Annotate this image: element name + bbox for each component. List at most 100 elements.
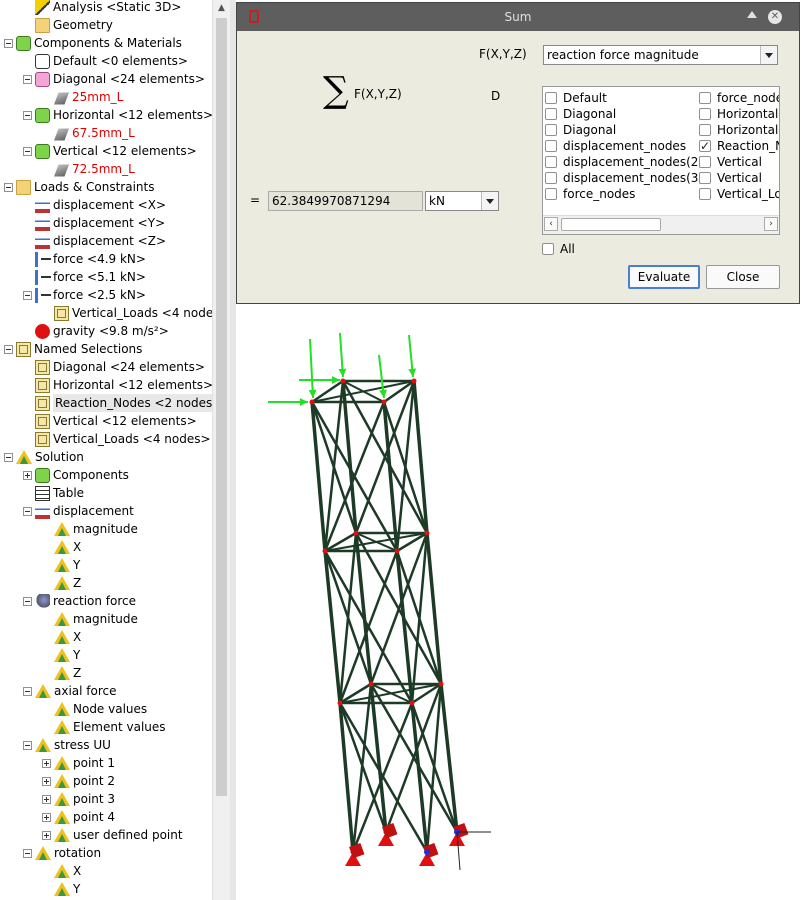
scroll-left-icon[interactable]: ‹ bbox=[544, 217, 558, 231]
tree-item[interactable]: X bbox=[42, 628, 81, 646]
domain-checkbox[interactable]: Horizontal bbox=[699, 122, 778, 138]
tree-item[interactable]: gravity <9.8 m/s²> bbox=[23, 322, 169, 340]
domain-checkbox[interactable]: Vertical bbox=[699, 154, 762, 170]
tree-item[interactable]: point 3 bbox=[42, 790, 115, 808]
expand-icon[interactable] bbox=[42, 758, 51, 768]
collapse-icon[interactable] bbox=[23, 848, 32, 858]
tree-item[interactable]: force <2.5 kN> bbox=[23, 286, 146, 304]
domain-checkbox[interactable]: displacement_nodes(2) bbox=[545, 154, 703, 170]
checkbox-box[interactable] bbox=[545, 92, 557, 104]
collapse-icon[interactable] bbox=[23, 290, 32, 300]
tree-item[interactable]: Y bbox=[42, 556, 80, 574]
collapse-icon[interactable] bbox=[4, 344, 13, 354]
checkbox-box[interactable] bbox=[545, 108, 557, 120]
tree-item[interactable]: Vertical <12 elements> bbox=[23, 142, 197, 160]
tree-item[interactable]: Loads & Constraints bbox=[4, 178, 155, 196]
tree-item[interactable]: Y bbox=[42, 880, 80, 898]
tree-item[interactable]: Solution bbox=[4, 448, 84, 466]
unit-select[interactable]: kN bbox=[425, 191, 499, 211]
checkbox-box[interactable] bbox=[699, 156, 711, 168]
tree-item[interactable]: force <4.9 kN> bbox=[23, 250, 146, 268]
domain-checkbox[interactable]: Vertical bbox=[699, 170, 762, 186]
tree-item[interactable]: point 1 bbox=[42, 754, 115, 772]
checkbox-box[interactable] bbox=[545, 156, 557, 168]
domain-checkbox[interactable]: force_nodes bbox=[545, 186, 635, 202]
collapse-icon[interactable] bbox=[23, 146, 32, 156]
checkbox-box[interactable] bbox=[545, 140, 557, 152]
tree-item[interactable]: Table bbox=[23, 484, 84, 502]
domain-checkbox[interactable]: Diagonal bbox=[545, 106, 616, 122]
close-icon[interactable]: ✕ bbox=[768, 10, 782, 24]
expand-icon[interactable] bbox=[42, 776, 51, 786]
domain-checkbox[interactable]: Reaction_N bbox=[699, 138, 779, 154]
collapse-icon[interactable] bbox=[4, 38, 13, 48]
tree-item[interactable]: Reaction_Nodes <2 nodes> bbox=[23, 394, 225, 412]
tree-item[interactable]: reaction force bbox=[23, 592, 136, 610]
scroll-right-icon[interactable]: › bbox=[764, 217, 778, 231]
expand-icon[interactable] bbox=[42, 812, 51, 822]
tree-item[interactable]: Analysis <Static 3D> bbox=[23, 0, 181, 16]
tree-item[interactable]: Z bbox=[42, 664, 81, 682]
tree-item[interactable]: 72.5mm_L bbox=[42, 160, 135, 178]
domain-checkbox[interactable]: displacement_nodes bbox=[545, 138, 686, 154]
collapse-icon[interactable] bbox=[4, 452, 13, 462]
tree-item[interactable]: displacement <Y> bbox=[23, 214, 165, 232]
domain-checkbox[interactable]: Default bbox=[545, 90, 607, 106]
tree-item[interactable]: Horizontal <12 elements> bbox=[23, 106, 213, 124]
checkbox-box[interactable] bbox=[699, 92, 711, 104]
checkbox-box[interactable] bbox=[699, 108, 711, 120]
tree-item[interactable]: 67.5mm_L bbox=[42, 124, 135, 142]
fxyz-select[interactable]: reaction force magnitude bbox=[543, 45, 778, 65]
collapse-icon[interactable] bbox=[23, 686, 32, 696]
collapse-icon[interactable] bbox=[747, 11, 757, 18]
tree-item[interactable]: Diagonal <24 elements> bbox=[23, 358, 205, 376]
domain-checkbox[interactable]: Diagonal bbox=[545, 122, 616, 138]
tree-item[interactable]: Named Selections bbox=[4, 340, 142, 358]
scroll-up-icon[interactable]: ▲ bbox=[218, 3, 225, 13]
tree-item[interactable]: Geometry bbox=[23, 16, 113, 34]
expand-icon[interactable] bbox=[23, 470, 32, 480]
tree-item[interactable]: magnitude bbox=[42, 520, 138, 538]
chevron-down-icon[interactable] bbox=[481, 192, 498, 210]
tree-item[interactable]: stress UU bbox=[23, 736, 111, 754]
domain-checkbox[interactable]: Horizontal bbox=[699, 106, 778, 122]
tree-item[interactable]: Z bbox=[42, 574, 81, 592]
tree-item[interactable]: 25mm_L bbox=[42, 88, 123, 106]
tree-item[interactable]: Node values bbox=[42, 700, 147, 718]
domain-checkbox[interactable]: Vertical_Lo bbox=[699, 186, 779, 202]
evaluate-button[interactable]: Evaluate bbox=[628, 265, 700, 289]
checkbox-box[interactable] bbox=[699, 188, 711, 200]
collapse-icon[interactable] bbox=[23, 506, 32, 516]
tree-item[interactable]: Vertical <12 elements> bbox=[23, 412, 197, 430]
tree-item[interactable]: X bbox=[42, 538, 81, 556]
domain-list-hscroll[interactable]: ‹ › bbox=[543, 215, 779, 234]
expand-icon[interactable] bbox=[42, 794, 51, 804]
tree-item[interactable]: point 2 bbox=[42, 772, 115, 790]
collapse-icon[interactable] bbox=[4, 182, 13, 192]
scroll-thumb[interactable] bbox=[216, 18, 227, 796]
all-checkbox[interactable]: All bbox=[542, 241, 575, 257]
tree-item[interactable]: displacement <Z> bbox=[23, 232, 166, 250]
tree-item[interactable]: Element values bbox=[42, 718, 166, 736]
domain-checkbox[interactable]: displacement_nodes(3) bbox=[545, 170, 703, 186]
tree-item[interactable]: point 4 bbox=[42, 808, 115, 826]
expand-icon[interactable] bbox=[42, 830, 51, 840]
result-field[interactable]: 62.3849970871294 bbox=[268, 191, 423, 211]
close-button[interactable]: Close bbox=[706, 265, 780, 289]
tree-item[interactable]: Horizontal <12 elements> bbox=[23, 376, 213, 394]
tree-item[interactable]: Components & Materials bbox=[4, 34, 182, 52]
tree-item[interactable]: force <5.1 kN> bbox=[23, 268, 146, 286]
dialog-titlebar[interactable]: Sum ✕ bbox=[237, 3, 799, 31]
tree-item[interactable]: Y bbox=[42, 646, 80, 664]
tree-item[interactable]: user defined point bbox=[42, 826, 183, 844]
model-viewport[interactable] bbox=[236, 305, 809, 900]
tree-item[interactable]: X bbox=[42, 862, 81, 880]
tree-item[interactable]: Components bbox=[23, 466, 129, 484]
tree-scrollbar[interactable]: ▲ bbox=[212, 0, 230, 900]
collapse-icon[interactable] bbox=[23, 740, 32, 750]
tree-item[interactable]: displacement bbox=[23, 502, 134, 520]
domain-checkbox[interactable]: force_node bbox=[699, 90, 779, 106]
checkbox-box[interactable] bbox=[542, 243, 554, 255]
chevron-down-icon[interactable] bbox=[760, 46, 777, 64]
